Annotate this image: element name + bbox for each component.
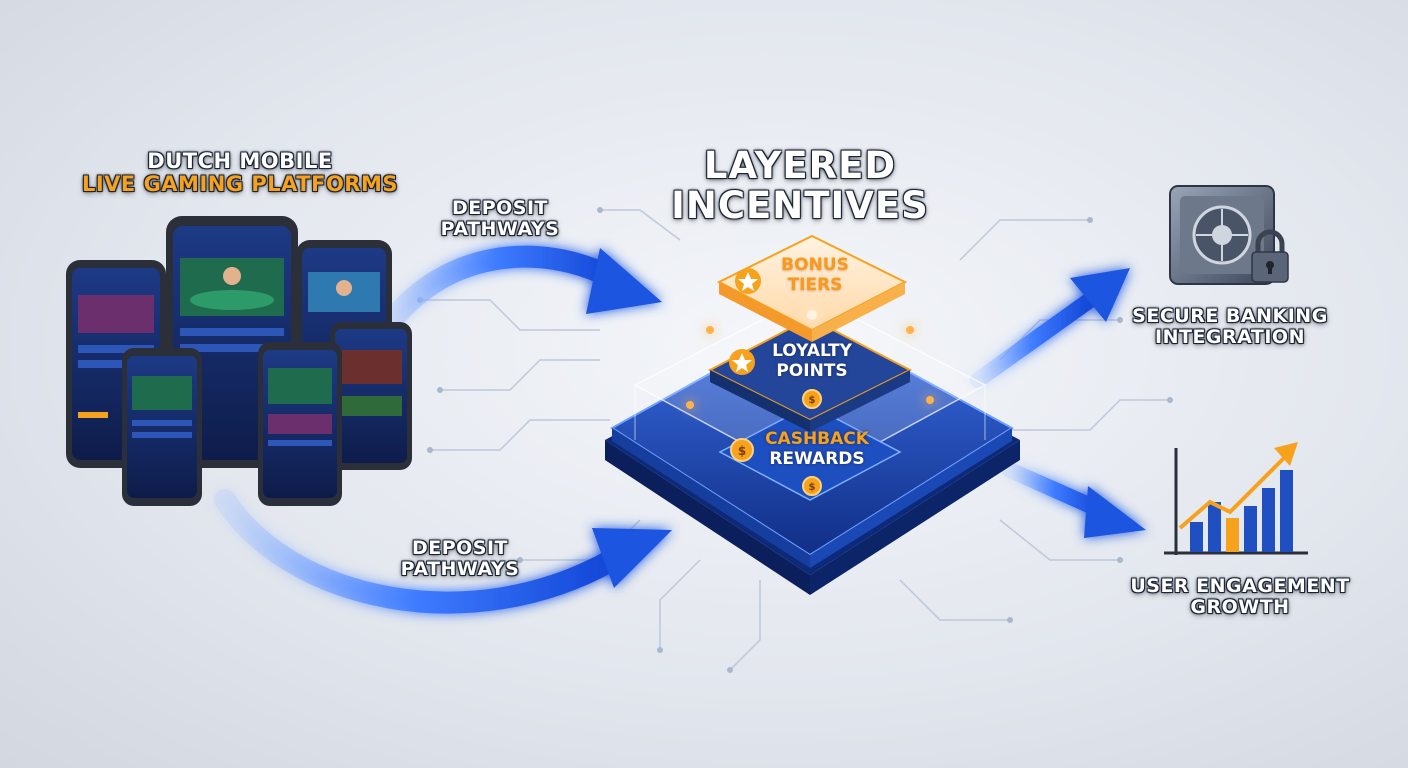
platforms-line2: LIVE GAMING PLATFORMS [81, 171, 399, 196]
svg-text:$: $ [738, 444, 746, 458]
coin-icon: $ [802, 476, 822, 496]
output-arrow-growth [1002, 462, 1146, 538]
bar-chart-icon [1164, 442, 1308, 555]
growth-line2: GROWTH [1190, 595, 1290, 618]
bonus-tiers-label: BONUS TIERS [750, 255, 880, 295]
deposit-arrow-bottom [214, 489, 672, 614]
phone [330, 322, 412, 470]
loyalty-line2: POINTS [776, 360, 848, 381]
growth-line1: USER ENGAGEMENT [1130, 575, 1350, 597]
secure-line1: SECURE BANKING [1132, 305, 1328, 327]
svg-text:$: $ [809, 395, 816, 406]
loyalty-points-label: LOYALTY POINTS [742, 341, 882, 381]
coin-icon: $ [730, 438, 754, 462]
incentive-stack [605, 234, 1020, 595]
output-arrow-secure [970, 268, 1130, 388]
svg-text:$: $ [809, 482, 816, 493]
deposit-top-line2: PATHWAYS [440, 217, 560, 240]
deposit-pathways-label-bottom: DEPOSIT PATHWAYS [390, 538, 530, 579]
glow-nodes [686, 310, 934, 409]
bonus-line1: BONUS [781, 255, 849, 275]
phone [258, 342, 342, 506]
title-line2: INCENTIVES [671, 183, 929, 227]
deposit-bottom-line1: DEPOSIT [411, 537, 509, 559]
secure-line2: INTEGRATION [1155, 325, 1305, 348]
loyalty-line1: LOYALTY [772, 341, 852, 361]
deposit-bottom-line2: PATHWAYS [400, 557, 520, 580]
cashback-line2: REWARDS [769, 448, 865, 469]
layered-incentives-title: LAYERED INCENTIVES [640, 146, 960, 226]
star-icon [735, 268, 761, 294]
platforms-line1: DUTCH MOBILE [147, 149, 333, 173]
vault-lock-icon [1169, 185, 1289, 285]
bonus-line2: TIERS [787, 274, 843, 295]
deposit-pathways-label-top: DEPOSIT PATHWAYS [430, 198, 570, 239]
coin-icon: $ [802, 389, 822, 409]
secure-banking-label: SECURE BANKING INTEGRATION [1110, 306, 1350, 347]
circuit-traces [420, 209, 1170, 671]
cashback-line1: CASHBACK [765, 429, 869, 449]
user-engagement-label: USER ENGAGEMENT GROWTH [1110, 576, 1370, 617]
title-line1: LAYERED [703, 144, 897, 187]
deposit-arrow-top [374, 245, 662, 341]
deposit-top-line1: DEPOSIT [451, 197, 549, 219]
cashback-rewards-label: CASHBACK REWARDS [742, 429, 892, 469]
phone [122, 348, 202, 506]
platforms-label: DUTCH MOBILE LIVE GAMING PLATFORMS [60, 150, 420, 195]
phone-cluster [66, 216, 412, 506]
star-icon [729, 349, 755, 375]
